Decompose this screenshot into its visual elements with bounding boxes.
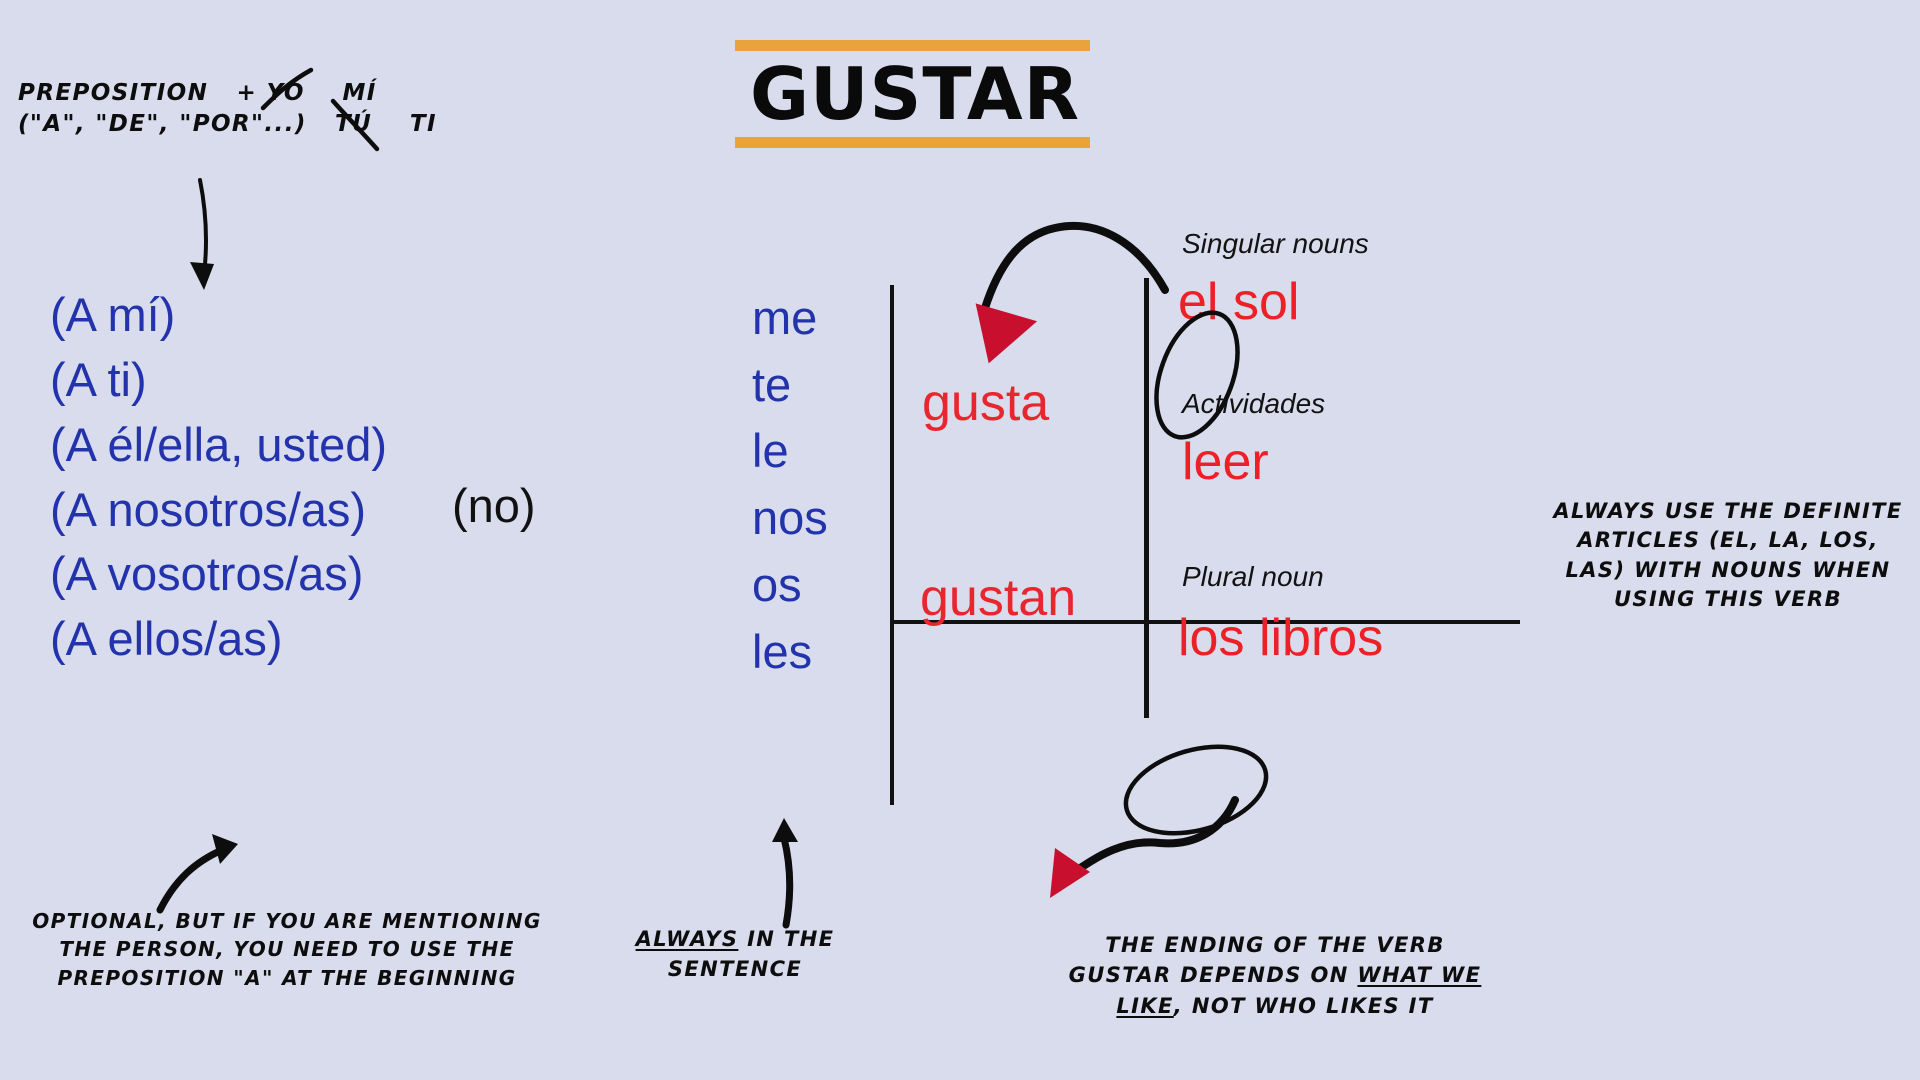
list-item: (A nosotros/as) <box>50 482 367 536</box>
list-item: le <box>752 424 789 478</box>
example-leer: leer <box>1182 433 1269 491</box>
note-verb-ending-part1: THE ENDING OF THE VERB GUSTAR DEPENDS ON <box>1068 933 1445 988</box>
down-arrow-preposition <box>190 178 214 290</box>
list-item: (A vosotros/as) <box>50 547 364 601</box>
circle-around-los <box>1123 744 1269 836</box>
example-los-libros: los libros <box>1178 608 1383 668</box>
replacement-ti: TI <box>409 111 437 138</box>
note-always-underlined: ALWAYS <box>635 927 739 951</box>
preposition-examples: ("A", "DE", "POR"...) <box>18 111 307 138</box>
up-arrow-pronouns <box>156 834 238 914</box>
horizontal-divider <box>890 620 1520 624</box>
noun-sol: sol <box>1232 273 1300 331</box>
list-item: (A él/ella, usted) <box>50 417 388 471</box>
note-definite-articles: ALWAYS USE THE DEFINITE ARTICLES (EL, LA… <box>1553 499 1903 612</box>
note-verb-ending-part2: , NOT WHO LIKES IT <box>1173 993 1434 1018</box>
title-block: GUSTAR <box>735 40 1095 148</box>
replacement-mi: MÍ <box>342 80 377 106</box>
example-el-sol: el sol <box>1178 272 1299 332</box>
verb-gusta: gusta <box>922 374 1050 432</box>
label-actividades: Actividades <box>1182 388 1326 419</box>
list-item: te <box>752 357 792 411</box>
label-singular-nouns: Singular nouns <box>1182 228 1369 259</box>
note-always-rest: IN THE SENTENCE <box>667 927 835 981</box>
vertical-divider-left <box>890 285 894 805</box>
note-optional-preposition: OPTIONAL, BUT IF YOU ARE MENTIONING THE … <box>32 909 542 990</box>
plus-sign: + <box>236 80 258 106</box>
list-item: (A mí) <box>50 288 176 341</box>
note-verb-ending-underlined: WHAT WE LIKE <box>1116 963 1482 1018</box>
label-plural-noun: Plural noun <box>1182 561 1324 592</box>
title-rule-top <box>735 40 1090 51</box>
struck-yo: YO <box>260 67 313 111</box>
curved-arrow-singular <box>975 221 1169 364</box>
list-item: os <box>752 557 802 611</box>
preposition-label: PREPOSITION <box>18 80 209 106</box>
pronoun-list: (A mí) (A ti) (A él/ella, usted) (A noso… <box>50 283 387 672</box>
page-title: GUSTAR <box>749 52 1081 136</box>
verb-gustan: gustan <box>920 569 1077 627</box>
noun-libros: libros <box>1258 609 1384 667</box>
list-item: (A ellos/as) <box>50 612 283 666</box>
list-item: nos <box>752 491 828 545</box>
note-verb-ending: THE ENDING OF THE VERB GUSTAR DEPENDS ON… <box>1055 930 1495 1021</box>
list-item: les <box>752 624 813 678</box>
indirect-object-pronoun-list: me te le nos os les <box>752 285 828 685</box>
preposition-note: PREPOSITION + YO MÍ ("A", "DE", "POR"...… <box>18 67 518 152</box>
list-item: me <box>752 291 818 344</box>
title-rule-bottom <box>735 136 1090 148</box>
curved-arrow-plural <box>1050 796 1239 898</box>
article-los: los <box>1178 609 1245 667</box>
article-el: el <box>1178 273 1219 331</box>
note-always-in-sentence: ALWAYS IN THE SENTENCE <box>610 925 860 985</box>
vertical-divider-middle <box>1144 278 1149 718</box>
list-item: (A ti) <box>50 352 147 406</box>
negation-word: (no) <box>452 479 536 532</box>
struck-tu: TÚ <box>330 98 380 152</box>
up-arrow-iop <box>772 818 798 929</box>
